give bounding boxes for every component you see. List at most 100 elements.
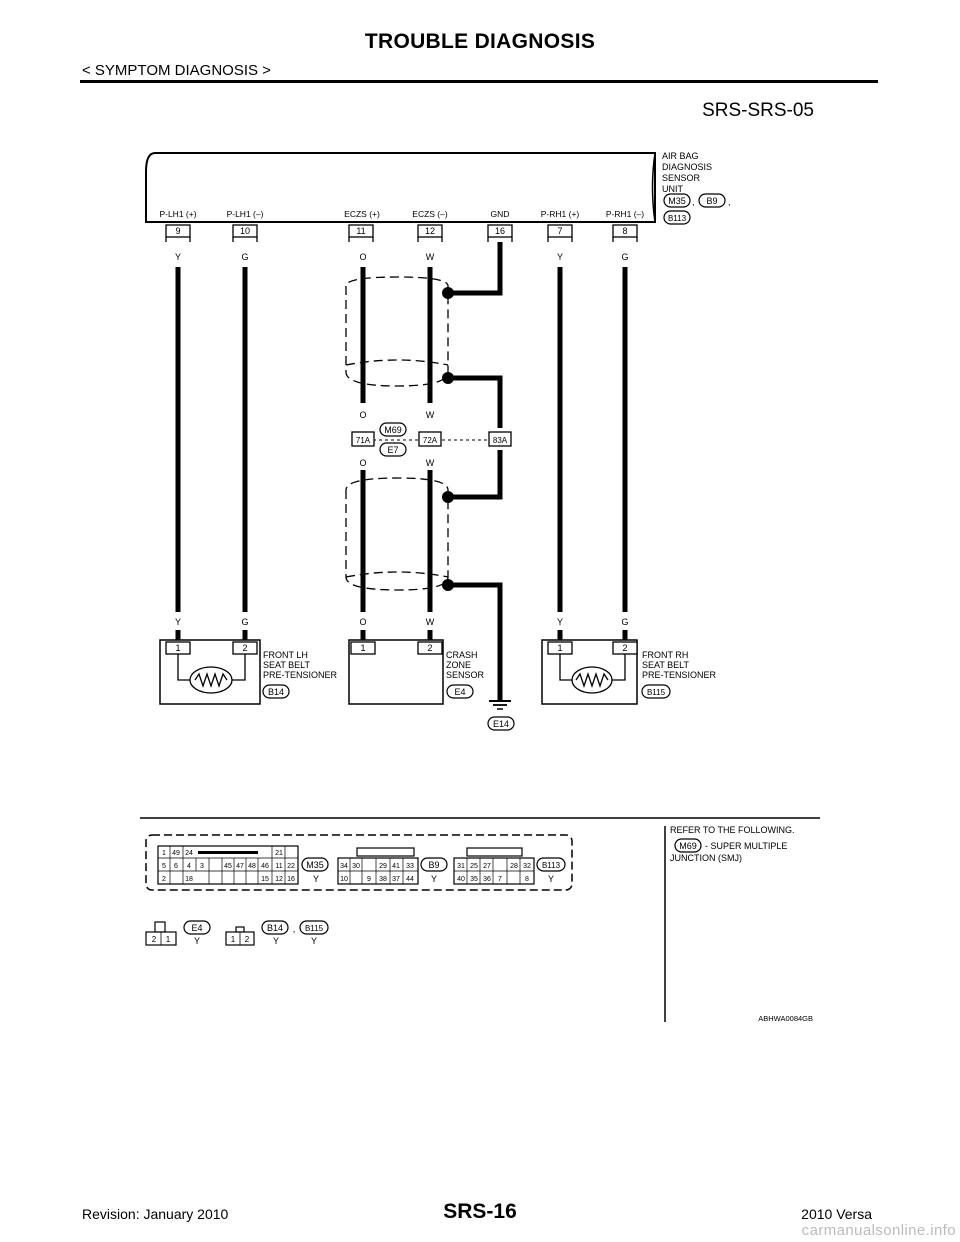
connector-tag-b14: B14 <box>267 923 283 933</box>
svg-text:38: 38 <box>379 876 387 883</box>
pin-number: 1 <box>360 643 365 653</box>
header-rule <box>80 80 878 83</box>
svg-text:E7: E7 <box>387 445 398 455</box>
wire-color: Y <box>175 617 181 627</box>
svg-text:1: 1 <box>231 935 236 944</box>
front-lh-pretensioner: 1 2 FRONT LH SEAT BELT PRE-TENSIONER B14 <box>159 639 338 705</box>
pin-number: 16 <box>495 226 505 236</box>
connector-color: Y <box>273 936 279 946</box>
wire-color: G <box>241 252 248 262</box>
svg-text:11: 11 <box>275 863 282 870</box>
connector-tag-b113: B113 <box>663 210 691 225</box>
connector-face-b14-b115: 1 2 B14 , B115 Y Y <box>225 920 329 946</box>
svg-text:40: 40 <box>457 876 465 883</box>
pin-label: P-RH1 (–) <box>606 209 644 219</box>
svg-text:JUNCTION (SMJ): JUNCTION (SMJ) <box>670 853 742 863</box>
svg-text:30: 30 <box>352 863 360 870</box>
pin-number: 2 <box>427 643 432 653</box>
wire-color: O <box>359 617 366 627</box>
connector-face-b113: 31 25 27 28 32 40 35 36 7 8 B113 Y <box>453 847 566 885</box>
svg-text:24: 24 <box>185 850 193 857</box>
separator-comma: , <box>692 197 695 207</box>
svg-text:AIR BAG DIAGNOSIS: AIR BAG DIAGNOSIS SENSOR UNIT <box>662 151 715 194</box>
wire-color: O <box>359 252 366 262</box>
footer-revision: Revision: January 2010 <box>82 1206 229 1222</box>
svg-text:5: 5 <box>162 863 166 870</box>
svg-text:6: 6 <box>174 863 178 870</box>
svg-text:37: 37 <box>392 876 400 883</box>
shield-upper-midline <box>345 359 449 366</box>
svg-text:2: 2 <box>245 935 250 944</box>
figure-code: ABHWA0084GB <box>758 1014 813 1023</box>
wire-color: W <box>426 458 435 468</box>
svg-text:12: 12 <box>275 876 283 883</box>
wire-colors-top: Y G O W Y G <box>175 252 629 262</box>
wire-color: W <box>426 617 435 627</box>
joint-pin: 71A <box>356 436 371 445</box>
wire-color: Y <box>557 252 563 262</box>
connector-tag-m35: M35 <box>663 193 691 208</box>
connector-tag-e4: E4 <box>454 687 465 697</box>
joint-connector: O W M69 E7 71A 72A 83A O W <box>351 410 512 468</box>
resistor-icon <box>194 671 228 689</box>
pin-number: 1 <box>557 643 562 653</box>
svg-text:31: 31 <box>457 863 465 870</box>
wire-colors-bottom: Y G O W Y G <box>175 617 629 627</box>
ground-tag-e14: E14 <box>493 719 509 729</box>
svg-text:FRONT RH SEAT BELT: FRONT RH SEAT BELT PRE-TENSIONER <box>642 650 717 680</box>
connector-color: Y <box>194 936 200 946</box>
svg-text:M69: M69 <box>384 425 402 435</box>
svg-text:8: 8 <box>525 876 529 883</box>
svg-text:7: 7 <box>498 876 502 883</box>
wire-color: O <box>359 458 366 468</box>
svg-text:33: 33 <box>406 863 414 870</box>
unit-name-line: SENSOR <box>662 173 701 183</box>
pin-number: 2 <box>242 643 247 653</box>
unit-name-line: DIAGNOSIS <box>662 162 712 172</box>
svg-text:47: 47 <box>236 863 244 870</box>
resistor-icon <box>575 671 609 689</box>
shield-dots <box>442 287 454 591</box>
pin-label: ECZS (–) <box>412 209 448 219</box>
footer-model: 2010 Versa <box>801 1206 872 1222</box>
wire-drain-shield3 <box>448 450 503 500</box>
svg-text:21: 21 <box>275 850 283 857</box>
svg-text:44: 44 <box>406 876 414 883</box>
svg-text:- SUPER MULTIPLE: - SUPER MULTIPLE <box>705 841 787 851</box>
unit-pin-boxes <box>165 224 638 242</box>
svg-text:48: 48 <box>248 863 256 870</box>
connector-tag-b9: B9 <box>428 860 439 870</box>
svg-text:9: 9 <box>367 876 371 883</box>
connector-views-frame <box>145 834 573 891</box>
pin-number: 8 <box>622 226 627 236</box>
svg-text:15: 15 <box>261 876 269 883</box>
connector-tag-b14: B14 <box>268 687 284 697</box>
pin-number: 10 <box>240 226 250 236</box>
wires <box>175 242 628 700</box>
connector-tag-b115: B115 <box>305 924 324 933</box>
svg-text:4: 4 <box>187 863 191 870</box>
connector-color: Y <box>431 874 437 884</box>
connector-tag-b115: B115 <box>647 688 666 697</box>
pin-label: P-RH1 (+) <box>541 209 580 219</box>
svg-text:36: 36 <box>483 876 491 883</box>
shield-drain-dot <box>442 372 454 384</box>
svg-text:M35: M35 <box>668 196 686 206</box>
svg-text:41: 41 <box>392 863 400 870</box>
unit-pin-labels: P-LH1 (+) P-LH1 (–) ECZS (+) ECZS (–) GN… <box>159 209 644 219</box>
svg-text:22: 22 <box>287 863 295 870</box>
svg-text:25: 25 <box>470 863 478 870</box>
svg-text:18: 18 <box>185 876 193 883</box>
pin-number: 9 <box>175 226 180 236</box>
refer-note: REFER TO THE FOLLOWING. M69 - SUPER MULT… <box>670 825 795 863</box>
wire-gnd-shield1 <box>448 242 503 296</box>
unit-name-line: UNIT <box>662 184 683 194</box>
diagram-id: SRS-SRS-05 <box>702 100 814 121</box>
connector-tag-e7: E7 <box>379 442 407 457</box>
shield-lower-midline <box>345 571 449 578</box>
svg-text:CRASH ZONE SENSOR: CRASH ZONE SENSOR <box>446 650 485 680</box>
wire-color: W <box>426 410 435 420</box>
shield-drain-dot <box>442 491 454 503</box>
pin-number: 2 <box>622 643 627 653</box>
